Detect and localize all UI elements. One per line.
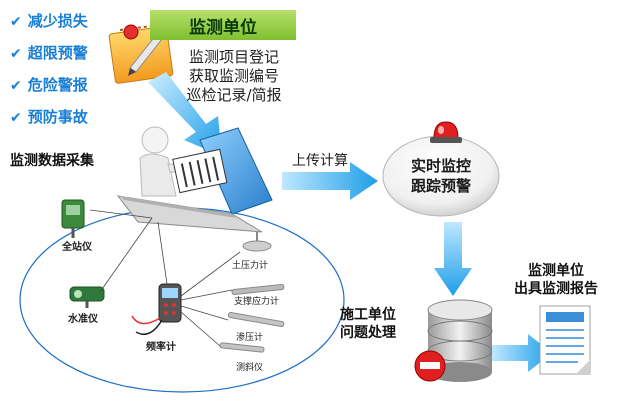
stop-icon	[414, 350, 446, 382]
inclinometer-icon	[219, 342, 265, 353]
piezometer-label: 渗压计	[236, 333, 264, 343]
benefit-item: ✔危险警报	[10, 76, 88, 94]
monitor-unit-title: 监测单位	[150, 10, 296, 40]
upload-label: 上传计算	[292, 153, 348, 169]
level-icon	[69, 286, 105, 308]
check-icon: ✔	[10, 78, 22, 94]
benefit-item: ✔减少损失	[10, 12, 88, 30]
inclinometer-label: 测斜仪	[236, 363, 264, 373]
task-line: 监测项目登记	[188, 48, 279, 66]
earth-pressure-label: 土压力计	[232, 261, 269, 271]
frequency-meter-label: 频率计	[146, 342, 176, 353]
alarm-light-icon	[430, 121, 462, 143]
laptop-figure-icon	[116, 126, 273, 233]
instrument-cables	[89, 209, 241, 347]
report-document-icon	[539, 305, 591, 375]
benefit-item: ✔超限预警	[10, 44, 88, 62]
arrow-to-laptop	[148, 72, 222, 156]
level-label: 水准仪	[68, 314, 98, 325]
support-stress-label: 支撑应力计	[234, 297, 280, 307]
monitor-unit-tasks: 监测项目登记 获取监测编号 巡检记录/简报	[176, 48, 292, 105]
support-stress-gauge-icon	[231, 283, 285, 296]
report-label: 监测单位 出具监测报告	[514, 263, 598, 297]
frequency-meter-icon	[131, 283, 182, 335]
total-station-icon	[61, 199, 85, 238]
notepad-pencil-icon	[108, 23, 174, 84]
check-icon: ✔	[10, 46, 22, 62]
down-arrow	[434, 222, 472, 296]
construction-unit-label: 施工单位 问题处理	[340, 307, 396, 341]
collection-title: 监测数据采集	[10, 153, 94, 169]
task-line: 获取监测编号	[188, 67, 279, 85]
benefit-item: ✔预防事故	[10, 108, 88, 126]
realtime-text: 实时监控 跟踪预警	[410, 157, 471, 195]
check-icon: ✔	[10, 110, 22, 126]
check-icon: ✔	[10, 14, 22, 30]
upload-arrow	[282, 162, 378, 200]
benefit-list: ✔减少损失 ✔超限预警 ✔危险警报 ✔预防事故	[10, 12, 88, 127]
earth-pressure-gauge-icon	[242, 232, 272, 252]
task-line: 巡检记录/简报	[186, 86, 282, 104]
piezometer-icon	[227, 312, 285, 328]
total-station-label: 全站仪	[62, 242, 92, 253]
report-arrow	[492, 334, 552, 372]
